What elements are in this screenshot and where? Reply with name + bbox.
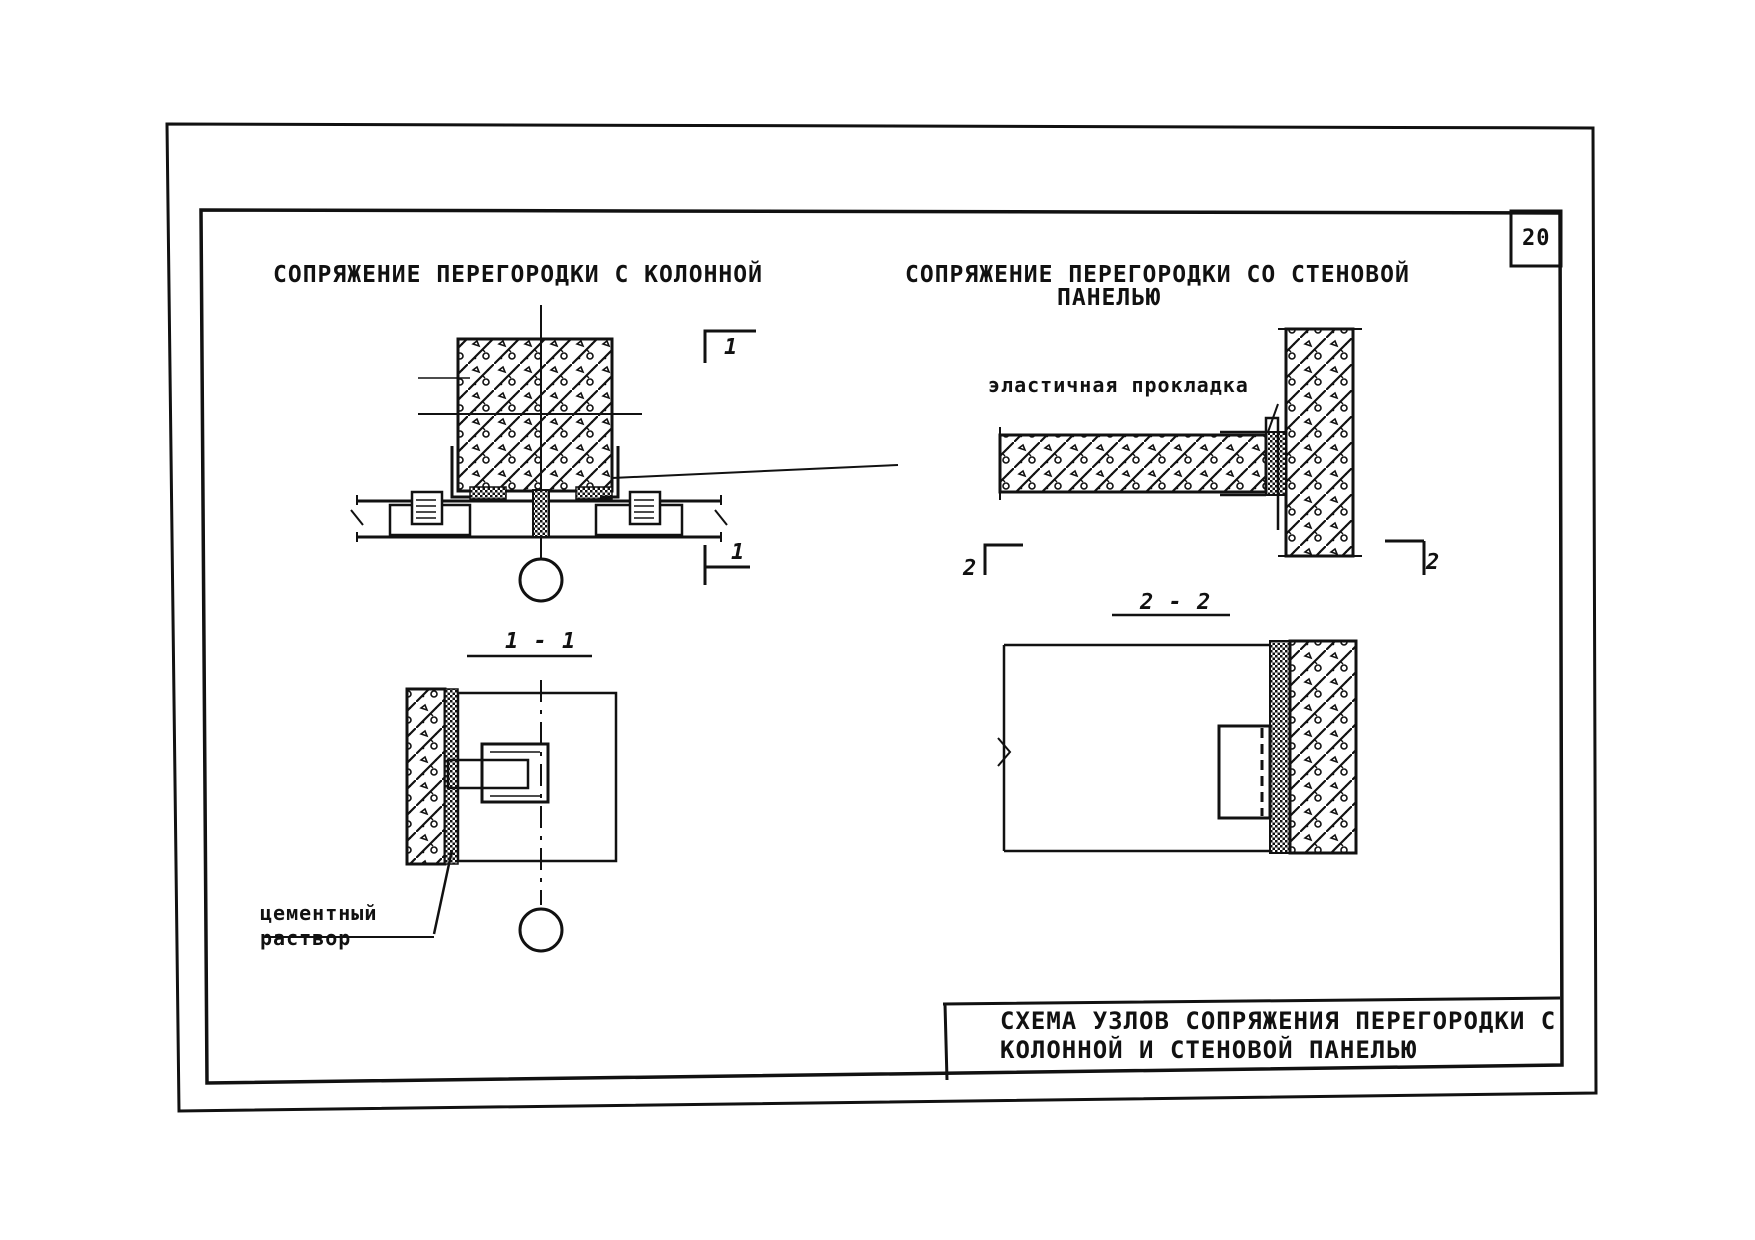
mortar-strip-left — [469, 486, 507, 500]
steel-angle-left — [450, 446, 470, 499]
partition-slab — [998, 433, 1268, 494]
section-1-1-title: 1 - 1 — [505, 629, 577, 654]
right-view-title-line1: СОПРЯЖЕНИЕ ПЕРЕГОРОДКИ СО СТЕНОВОЙ — [905, 262, 1410, 288]
break-mark-left — [350, 495, 364, 542]
sheet-frame — [165, 122, 1598, 1113]
wall-panel-in-section — [1288, 639, 1358, 855]
wall-panel-joint-plan — [983, 327, 1426, 575]
section-mark-2-right — [1385, 539, 1426, 575]
inner-border — [199, 208, 1564, 1085]
angle-in-section — [1217, 724, 1272, 820]
partition-outline-2-2 — [1002, 643, 1270, 853]
section-mark-1-top — [703, 329, 756, 363]
gasket-leader-line — [1267, 403, 1279, 433]
elastic-gasket-label: эластичная прокладка — [988, 373, 1249, 397]
partition-break-2-2 — [997, 737, 1012, 767]
section-mark-2-right-label: 2 — [1426, 550, 1441, 575]
left-view-title: СОПРЯЖЕНИЕ ПЕРЕГОРОДКИ С КОЛОННОЙ — [273, 262, 763, 288]
section-2-2-view — [997, 613, 1358, 855]
embed-plate-right — [594, 490, 684, 537]
embed-detail-in-section — [490, 751, 540, 797]
wall-panel-section — [1284, 327, 1355, 558]
sheet-number-box — [1509, 209, 1563, 268]
section-1-1-view — [262, 654, 618, 953]
section-mark-1-bottom-label: 1 — [731, 540, 746, 565]
embed-plate-in-section — [480, 742, 550, 804]
sheet-number: 20 — [1522, 226, 1551, 251]
axis-marker-circle-top — [518, 557, 564, 603]
gasket-in-section — [1269, 640, 1291, 854]
leader-line-column — [611, 464, 899, 479]
steel-angle-right — [600, 446, 620, 499]
section-mark-2-left — [983, 543, 1023, 575]
column-joint-plan — [350, 305, 899, 603]
axis-marker-circle-bottom — [518, 907, 564, 953]
section-mark-2-left-label: 2 — [963, 556, 978, 581]
section-2-2-title: 2 - 2 — [1140, 590, 1212, 615]
section-mark-1-bottom — [703, 545, 750, 585]
cement-leader-line — [432, 849, 454, 935]
embed-bracket-in-section — [446, 758, 530, 790]
column-in-section — [405, 687, 447, 866]
elastic-gasket — [1265, 431, 1287, 496]
title-block-frame — [942, 996, 1561, 1081]
outer-border — [165, 122, 1598, 1113]
break-mark-right — [714, 495, 728, 542]
partition-in-section — [456, 691, 618, 863]
title-block-line1: СХЕМА УЗЛОВ СОПРЯЖЕНИЯ ПЕРЕГОРОДКИ С — [1000, 1007, 1557, 1035]
right-view-title-line2: ПАНЕЛЬЮ — [1057, 285, 1161, 311]
embed-plate-left — [388, 490, 472, 537]
section-mark-1-top-label: 1 — [724, 335, 739, 360]
fixing-angle — [1220, 416, 1280, 530]
cement-mortar-label-line1: цементный — [260, 901, 378, 925]
cement-mortar-label-line2: раствор — [260, 926, 352, 950]
title-block-line2: КОЛОННОЙ И СТЕНОВОЙ ПАНЕЛЬЮ — [1000, 1036, 1418, 1064]
joint-seam — [532, 489, 550, 538]
